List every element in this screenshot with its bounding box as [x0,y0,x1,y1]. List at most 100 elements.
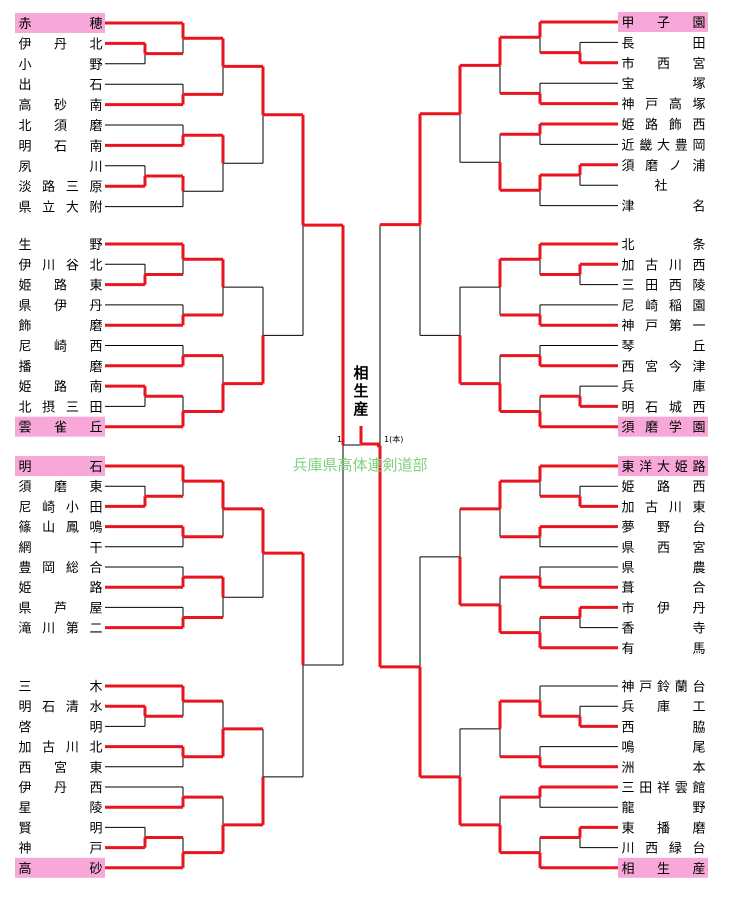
svg-text:甲: 甲 [621,16,634,31]
svg-text:芦: 芦 [54,601,67,616]
svg-text:路: 路 [54,278,67,294]
svg-text:摂: 摂 [42,399,55,415]
winner-highlight [15,456,105,476]
svg-text:南: 南 [89,379,102,395]
svg-text:野: 野 [89,238,102,253]
svg-text:工: 工 [692,700,705,715]
team-name: 三田祥雲館 [621,781,705,796]
svg-text:篠: 篠 [18,521,31,536]
svg-text:東: 東 [89,479,102,495]
svg-text:野: 野 [657,521,670,536]
svg-text:小: 小 [66,500,79,515]
svg-text:浦: 浦 [692,159,705,174]
svg-text:館: 館 [692,781,705,796]
svg-text:豊: 豊 [675,138,688,153]
svg-text:川: 川 [621,842,634,857]
svg-text:二: 二 [89,622,102,637]
winner-highlight [15,416,105,437]
svg-text:野: 野 [89,58,102,73]
svg-text:干: 干 [89,541,102,556]
svg-text:緑: 緑 [669,842,682,857]
team-name: 川西緑台 [621,842,705,857]
svg-text:屋: 屋 [89,601,102,616]
svg-text:明: 明 [621,400,634,415]
team-name: 網干 [18,541,102,556]
team-name: 近畿大豊岡 [621,138,705,153]
svg-text:今: 今 [669,359,682,375]
svg-text:津: 津 [621,200,634,215]
svg-text:相: 相 [621,862,634,877]
svg-text:川: 川 [66,741,79,756]
svg-text:台: 台 [692,680,705,695]
svg-text:小: 小 [18,58,31,73]
svg-text:園: 園 [692,16,705,31]
svg-text:西: 西 [621,360,634,375]
svg-text:加: 加 [621,258,634,273]
svg-text:西: 西 [657,57,670,72]
team-name: 洲本 [621,761,705,776]
svg-text:丹: 丹 [54,37,67,52]
svg-text:三: 三 [621,279,634,294]
winner-highlight [618,416,708,437]
svg-text:寺: 寺 [692,622,705,637]
svg-text:古: 古 [645,500,658,515]
svg-text:丘: 丘 [89,421,102,436]
svg-text:祥: 祥 [657,781,670,796]
svg-text:岡: 岡 [692,138,705,153]
svg-text:一: 一 [692,319,705,334]
svg-text:伊: 伊 [18,258,31,273]
svg-text:加: 加 [18,741,31,756]
svg-text:川: 川 [42,258,55,273]
svg-text:崎: 崎 [645,299,658,314]
svg-text:第: 第 [66,622,79,637]
svg-text:高: 高 [18,861,31,877]
svg-text:陵: 陵 [89,801,102,816]
team-name: 伊丹北 [18,37,102,52]
team-name: 加古川北 [18,741,102,756]
team-name: 生野 [18,238,102,253]
svg-text:山: 山 [42,521,55,536]
svg-text:県: 県 [621,561,634,576]
svg-text:石: 石 [42,700,55,715]
team-name: 姫路東 [18,278,102,294]
svg-text:西: 西 [89,781,102,796]
team-name: 姫路南 [18,379,102,395]
svg-text:加: 加 [621,500,634,515]
team-name: 西脇 [621,720,705,735]
svg-text:津: 津 [692,360,705,375]
svg-text:網: 網 [18,541,31,556]
svg-text:播: 播 [657,821,670,836]
champion-label-char: 相 [353,364,368,382]
svg-text:農: 農 [692,561,705,576]
svg-text:合: 合 [692,581,705,596]
svg-text:明: 明 [89,720,102,735]
svg-text:三: 三 [66,180,79,195]
team-name: 市伊丹 [621,600,705,616]
svg-text:北: 北 [18,400,31,415]
svg-text:川: 川 [89,160,102,175]
svg-text:庫: 庫 [657,700,670,715]
svg-text:西: 西 [692,400,705,415]
svg-text:宮: 宮 [645,359,658,375]
svg-text:星: 星 [18,801,31,816]
svg-text:出: 出 [18,78,31,93]
team-name: 市西宮 [621,56,705,72]
svg-text:台: 台 [692,842,705,857]
svg-text:生: 生 [657,862,670,877]
svg-text:姫: 姫 [18,380,31,395]
svg-text:学: 学 [669,420,682,436]
svg-text:野: 野 [692,801,705,816]
svg-text:北: 北 [18,119,31,134]
team-name: 姫路西 [621,479,705,495]
svg-text:大: 大 [657,138,670,153]
svg-text:県: 県 [18,201,31,216]
team-name: 津名 [621,199,705,215]
team-name: 須磨ノ浦 [621,159,705,174]
team-name: 鳴尾 [621,741,705,756]
svg-text:合: 合 [89,561,102,576]
team-name: 滝川第二 [18,622,102,637]
svg-text:明: 明 [18,139,31,154]
svg-text:伊: 伊 [54,299,67,314]
svg-text:稲: 稲 [669,299,682,314]
team-name: 龍野 [621,800,705,816]
